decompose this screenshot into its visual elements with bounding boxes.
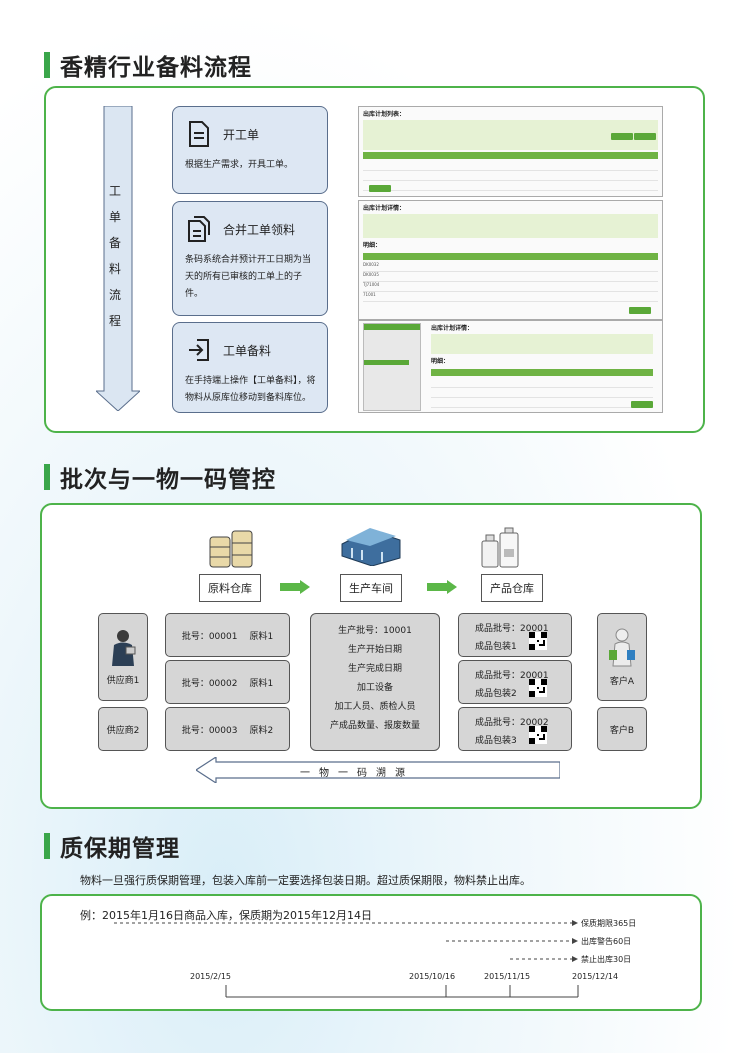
title-accent-bar [44,464,50,490]
section-title-text: 香精行业备料流程 [60,55,252,81]
trace-arrow-icon [196,757,560,783]
document-icon [189,121,209,147]
down-arrow-icon [96,106,140,411]
sign-in-icon [189,339,209,361]
step-title: 合并工单领料 [223,222,296,237]
screenshot-handheld: 出库计划详情： 明细： [358,320,663,413]
step-open-order: 开工单 根据生产需求，开具工单。 [172,106,328,194]
customer-a: 客户A [597,613,647,701]
shelf-panel [40,894,702,1011]
title-accent-bar [44,833,50,859]
shopper-icon [609,628,635,666]
shelf-timeline [114,920,579,998]
title-accent-bar [44,52,50,78]
flow-vertical-label: 工 单 备 料 流 程 [108,184,121,328]
date-label: 2015/10/16 [409,972,456,981]
supplier-1: 供应商1 [98,613,148,701]
step-desc: 根据生产需求，开具工单。 [185,160,294,170]
section-title-text: 批次与一物一码管控 [60,467,276,493]
screenshot-plan-detail: 出库计划详情： 明细： DK0032 DK0035 TJ71004 71001 [358,200,663,320]
supplier-2: 供应商2 [98,707,148,751]
section-title-prep: 香精行业备料流程 [44,48,252,82]
step-merge-order: 合并工单领料 条码系统合并预计开工日期为当天的所有已审核的工单上的子件。 [172,201,328,316]
step-order-prep: 工单备料 在手持端上操作【工单备料】，将物料从原库位移动到备料库位。 [172,322,328,413]
screenshot-plan-list: 出库计划列表： [358,106,663,197]
shelf-intro: 物料一旦强行质保期管理，包装入库前一定要选择包装日期。超过质保期限，物料禁止出库… [80,874,531,887]
step-desc: 条码系统合并预计开工日期为当天的所有已审核的工单上的子件。 [185,255,312,299]
barrels-icon [209,530,253,568]
handheld-screen [363,323,421,411]
section-title-batch: 批次与一物一码管控 [44,460,276,494]
date-label: 2015/2/15 [190,972,232,981]
shelf-life-label: 保质期限365日 [581,919,637,928]
trace-label: 一物一码溯源 [300,768,414,779]
customer-label: 客户B [609,725,635,736]
step-desc: 在手持端上操作【工单备料】，将物料从原库位移动到备料库位。 [185,376,316,403]
qr-code-icon [529,632,547,650]
person-icon [112,629,136,666]
factory-icon [341,528,401,566]
shelf-forbid-label: 禁止出库30日 [581,955,632,964]
product-batch-1: 成品批号：20001 成品包装1 [458,613,572,657]
documents-icon [188,216,210,242]
date-label: 2015/12/14 [572,972,619,981]
production-info: 生产批号：10001 生产开始日期 生产完成日期 加工设备 加工人员、质检人员 … [310,613,440,751]
step-title: 开工单 [223,127,260,142]
section-title-shelf: 质保期管理 [44,829,180,863]
bottles-icon [481,527,519,568]
shelf-example: 例：2015年1月16日商品入库，保质期为2015年12月14日 [80,909,372,922]
customer-b: 客户B [597,707,647,751]
product-batch-2: 成品批号：20001 成品包装2 [458,660,572,704]
shelf-warning-label: 出库警告60日 [581,937,632,946]
warehouse-raw: 原料仓库 [199,574,261,602]
product-batch-3: 成品批号：20002 成品包装3 [458,707,572,751]
step-title: 工单备料 [223,343,272,358]
arrow-right-icon [427,580,457,594]
arrow-right-icon [280,580,310,594]
warehouse-workshop: 生产车间 [340,574,402,602]
qr-code-icon [529,726,547,744]
supplier-label: 供应商2 [106,725,140,736]
supplier-label: 供应商1 [106,675,140,686]
customer-label: 客户A [609,676,635,687]
qr-code-icon [529,679,547,697]
warehouse-product: 产品仓库 [481,574,543,602]
date-label: 2015/11/15 [484,972,531,981]
section-title-text: 质保期管理 [60,836,180,862]
